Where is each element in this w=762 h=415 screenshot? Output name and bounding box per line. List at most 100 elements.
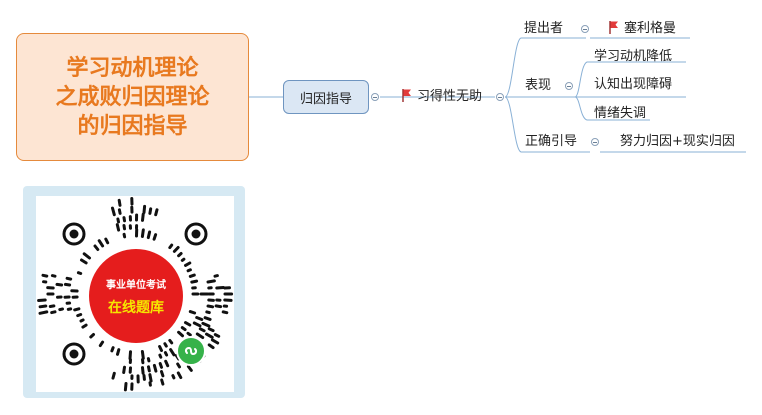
- qr-dash: [55, 282, 64, 287]
- qr-dash: [37, 298, 47, 302]
- flag-icon: [609, 21, 618, 34]
- qr-dash: [215, 286, 225, 290]
- qr-dash: [180, 326, 187, 332]
- qr-dash: [63, 282, 72, 287]
- qr-dash: [195, 332, 205, 339]
- qr-dash: [115, 223, 121, 232]
- qr-dash: [171, 374, 176, 380]
- qr-dash: [169, 348, 176, 357]
- qr-dash: [122, 216, 126, 223]
- collapse-toggle-main[interactable]: [371, 93, 379, 101]
- qr-dash: [141, 212, 145, 222]
- child-node-proposer[interactable]: 提出者: [524, 21, 563, 37]
- leaf-node-symptom-2[interactable]: 认知出现障碍: [594, 77, 672, 93]
- qr-dash: [163, 342, 168, 348]
- leaf-node-proposer-value[interactable]: 塞利格曼: [609, 21, 676, 37]
- qr-dash: [122, 232, 127, 239]
- qr-dash: [111, 206, 116, 217]
- qr-dash: [141, 366, 145, 375]
- qr-dash: [81, 323, 88, 329]
- root-topic[interactable]: 学习动机理论 之成败归因理论 的归因指导: [16, 33, 249, 161]
- qr-dash: [148, 373, 153, 383]
- qr-dash: [190, 279, 199, 284]
- qr-finder-ring: [62, 222, 86, 246]
- qr-dash: [65, 276, 73, 281]
- child-node-guidance[interactable]: 正确引导: [525, 134, 577, 150]
- collapse-toggle-guidance[interactable]: [591, 138, 599, 146]
- qr-dash: [203, 316, 212, 321]
- qr-dash: [160, 378, 165, 386]
- qr-dash: [123, 382, 128, 392]
- qr-dash: [206, 304, 215, 309]
- qr-dash: [142, 204, 147, 214]
- collapse-toggle-proposer[interactable]: [581, 25, 589, 33]
- qr-dash: [160, 370, 165, 378]
- qr-dash: [146, 230, 152, 240]
- symptom-text: 情绪失调: [594, 106, 647, 121]
- qr-finder-ring: [184, 222, 208, 246]
- qr-dash: [186, 331, 192, 337]
- qr-dash: [152, 233, 158, 241]
- child-node-symptoms[interactable]: 表现: [525, 78, 551, 94]
- qr-center-badge: 事业单位考试 在线题库: [89, 249, 183, 343]
- symptoms-label: 表现: [525, 78, 552, 93]
- qr-dash: [117, 198, 122, 207]
- branch-node-helplessness[interactable]: 习得性无助: [402, 89, 482, 105]
- qr-dash: [163, 351, 169, 357]
- qr-dash: [168, 243, 174, 250]
- badge-top-text: 事业单位考试: [106, 279, 166, 291]
- qr-dash: [66, 307, 73, 311]
- qr-dash: [201, 321, 211, 328]
- qr-dash: [177, 252, 183, 258]
- qr-dash: [82, 252, 91, 260]
- qr-dash: [48, 304, 56, 308]
- main-topic-node[interactable]: 归因指导: [283, 80, 369, 114]
- leaf-node-guidance-value[interactable]: 努力归因+现实归因: [620, 134, 735, 150]
- guidance-label: 正确引导: [525, 134, 578, 149]
- qr-dash: [154, 208, 159, 217]
- qr-finder-ring: [62, 342, 86, 366]
- qr-dash: [76, 271, 83, 275]
- qr-dash: [50, 310, 57, 315]
- qr-dash: [186, 365, 193, 372]
- collapse-toggle-branch[interactable]: [496, 93, 504, 101]
- qr-dash: [205, 310, 211, 315]
- qr-dash: [177, 330, 184, 338]
- qr-dash: [164, 359, 170, 368]
- qr-dash: [158, 353, 163, 359]
- qr-code-image[interactable]: [36, 196, 234, 392]
- root-line-3: 的归因指导: [77, 113, 188, 139]
- qr-dash: [205, 332, 214, 339]
- qr-dash: [180, 257, 186, 262]
- qr-dash: [186, 268, 192, 273]
- qr-dash: [195, 316, 204, 321]
- proposer-label: 提出者: [524, 21, 564, 36]
- qr-dash: [184, 261, 192, 267]
- guidance-value: 努力归因+现实归因: [620, 134, 735, 149]
- qr-dash: [104, 237, 110, 245]
- qr-dash: [188, 310, 197, 315]
- qr-dash: [152, 363, 158, 373]
- collapse-toggle-symptoms[interactable]: [565, 82, 573, 90]
- qr-dash: [128, 350, 132, 361]
- qr-dash: [122, 224, 126, 231]
- qr-dash: [210, 338, 220, 345]
- symptom-text: 认知出现障碍: [594, 77, 673, 92]
- qr-dash: [198, 327, 206, 333]
- qr-finder-dot: [69, 229, 79, 239]
- branch-label: 习得性无助: [417, 89, 483, 104]
- mini-program-logo-icon: [176, 336, 206, 366]
- qr-dash: [110, 346, 115, 353]
- qr-dash: [41, 273, 49, 278]
- qr-dash: [146, 357, 151, 363]
- flag-icon: [402, 89, 411, 102]
- qr-dash: [188, 273, 196, 278]
- qr-dash: [58, 307, 64, 312]
- qr-dash: [214, 304, 223, 309]
- leaf-node-symptom-1[interactable]: 学习动机降低: [594, 49, 672, 65]
- qr-dash: [158, 345, 163, 352]
- qr-dash: [79, 318, 85, 323]
- leaf-node-symptom-3[interactable]: 情绪失调: [594, 106, 646, 122]
- root-line-1: 学习动机理论: [66, 55, 199, 81]
